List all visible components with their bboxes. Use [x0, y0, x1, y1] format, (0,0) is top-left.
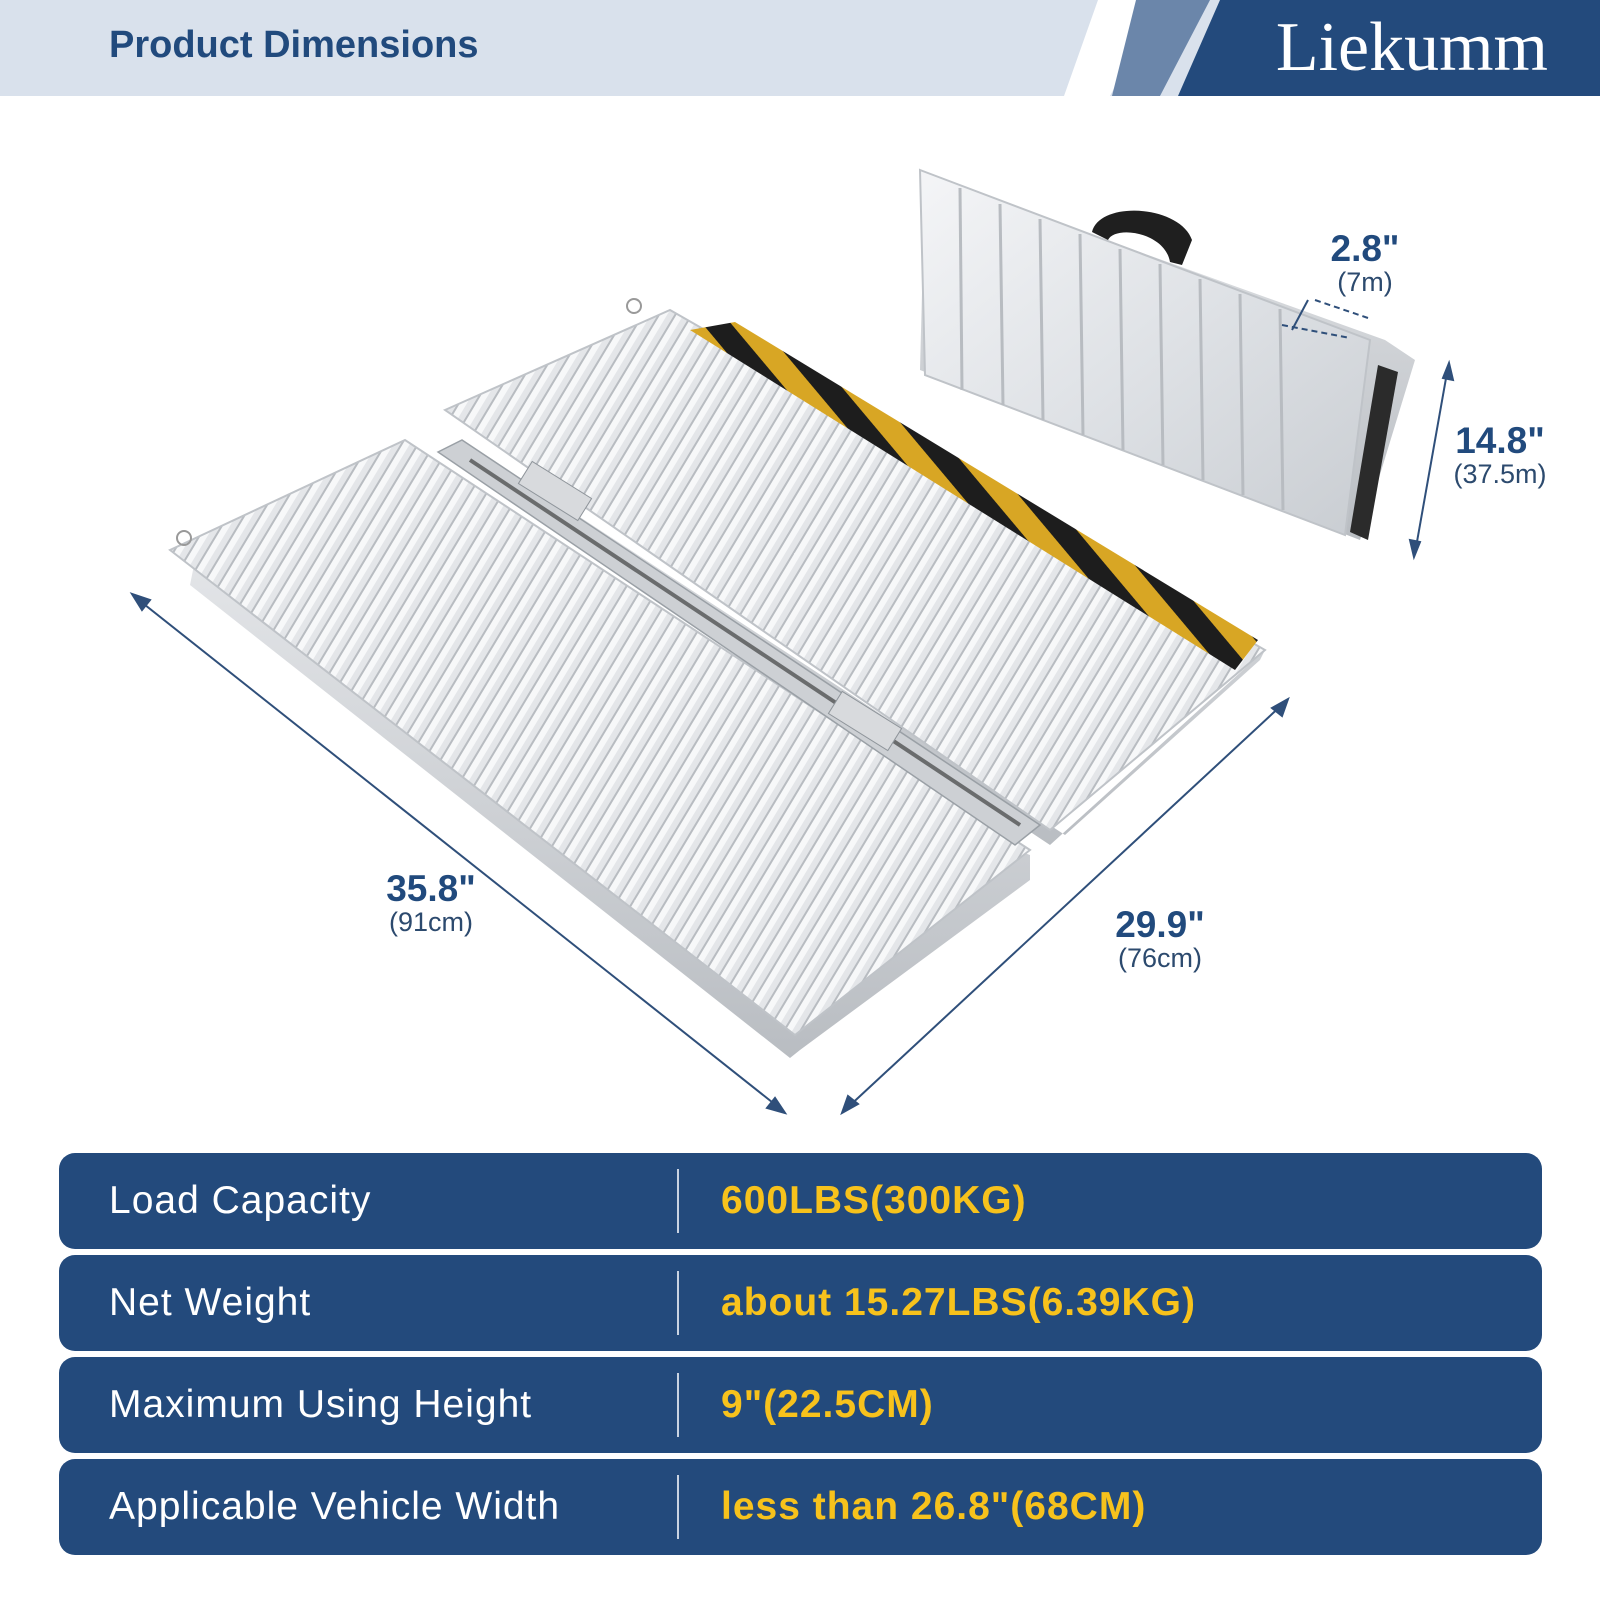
- spec-label: Maximum Using Height: [109, 1383, 533, 1426]
- spec-divider: [677, 1475, 679, 1539]
- brand-logo-text: Liekumm: [1275, 9, 1548, 86]
- dimension-width-metric: (76cm): [1117, 943, 1202, 973]
- spec-divider: [677, 1373, 679, 1437]
- spec-divider: [677, 1271, 679, 1335]
- dimension-lines: [129, 299, 1455, 1116]
- folded-ramp-face: [918, 168, 1372, 537]
- carry-handle: [1092, 210, 1192, 265]
- hinge-2: [827, 690, 903, 752]
- spec-value: about 15.27LBS(6.39KG): [721, 1281, 1196, 1324]
- dimension-thickness-metric: (7m): [1337, 267, 1393, 297]
- hinge-1: [517, 460, 593, 522]
- dimension-thickness: 2.8" (7m): [1320, 228, 1410, 297]
- ramp-illustration: [129, 168, 1455, 1116]
- spec-label: Net Weight: [109, 1281, 312, 1324]
- dimension-folded-width-metric: (37.5m): [1453, 459, 1547, 489]
- warning-stripe: [690, 322, 1258, 670]
- dimension-thickness-value: 2.8": [1330, 228, 1400, 269]
- spec-row-load-capacity: Load Capacity 600LBS(300KG): [59, 1153, 1542, 1249]
- brand-banner-shape: [1064, 0, 1600, 96]
- spec-row-max-height: Maximum Using Height 9"(22.5CM): [59, 1357, 1542, 1453]
- folded-ramp-edge-pad: [1350, 365, 1398, 540]
- spec-value: less than 26.8"(68CM): [721, 1485, 1147, 1528]
- dimension-length-value: 35.8": [386, 868, 476, 909]
- dimension-folded-width-value: 14.8": [1455, 420, 1545, 461]
- page-title: Product Dimensions: [109, 24, 479, 66]
- left-panel-top: [168, 438, 1032, 1037]
- dimension-folded-width: 14.8" (37.5m): [1440, 420, 1560, 489]
- dimension-width-value: 29.9": [1115, 904, 1205, 945]
- dimension-length-metric: (91cm): [388, 907, 473, 937]
- spec-row-vehicle-width: Applicable Vehicle Width less than 26.8"…: [59, 1459, 1542, 1555]
- folded-ramp-ribs: [958, 187, 1285, 511]
- spec-row-net-weight: Net Weight about 15.27LBS(6.39KG): [59, 1255, 1542, 1351]
- spec-value: 9"(22.5CM): [721, 1383, 934, 1426]
- right-panel-top: [442, 308, 1267, 832]
- spec-label: Applicable Vehicle Width: [109, 1485, 561, 1528]
- spec-value: 600LBS(300KG): [721, 1179, 1027, 1222]
- header-bar: Product Dimensions Liekumm: [0, 0, 1600, 96]
- dimension-length: 35.8" (91cm): [376, 868, 486, 937]
- spec-label: Load Capacity: [109, 1179, 372, 1222]
- spec-divider: [677, 1169, 679, 1233]
- dimension-width: 29.9" (76cm): [1105, 904, 1215, 973]
